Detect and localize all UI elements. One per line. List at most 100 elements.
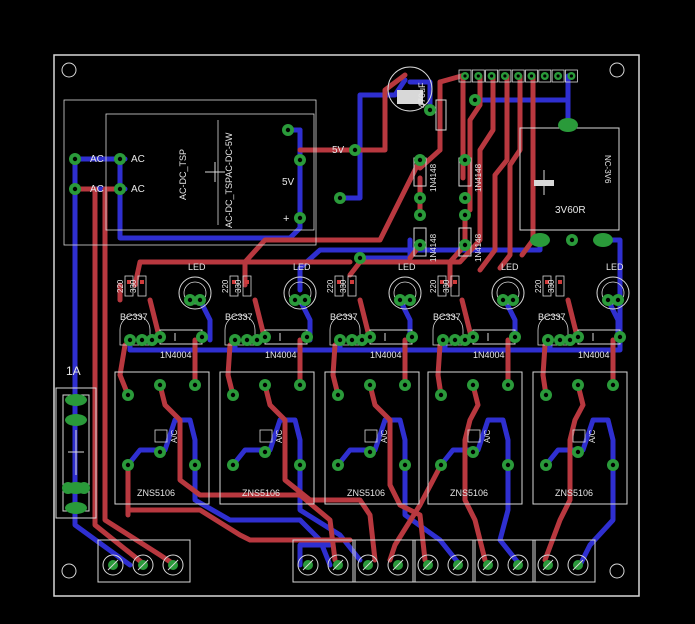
via-hole xyxy=(192,462,198,468)
resistor-1-label: 220 xyxy=(326,279,335,293)
via-hole xyxy=(557,337,563,343)
diode-small-label-1: 1N4148 xyxy=(429,163,438,192)
via-hole xyxy=(567,337,573,343)
via-hole xyxy=(192,382,198,388)
via-hole xyxy=(615,297,621,303)
trace-5v-label: 5V xyxy=(332,145,345,156)
via-hole xyxy=(462,242,468,248)
via-hole xyxy=(297,382,303,388)
via-hole xyxy=(610,382,616,388)
triac-pin-label: A/C xyxy=(483,429,492,443)
led-inner xyxy=(601,281,625,305)
led-label: LED xyxy=(188,262,206,272)
oval-pad xyxy=(530,233,550,247)
via-hole xyxy=(139,337,145,343)
via-hole xyxy=(575,449,581,455)
relay-label: 3V60R xyxy=(555,205,586,216)
diode-small-label-2: 1N4148 xyxy=(474,163,483,192)
via-hole xyxy=(367,382,373,388)
via-hole xyxy=(357,255,363,261)
via-hole xyxy=(402,382,408,388)
terminal-screw xyxy=(477,554,499,576)
fuse-pad xyxy=(65,502,87,514)
resistor-2-label: 330 xyxy=(547,279,556,293)
via-hole xyxy=(438,462,444,468)
via-hole xyxy=(417,212,423,218)
transistor-label: BC337 xyxy=(433,312,461,322)
mounting-hole xyxy=(609,563,625,579)
via-hole xyxy=(472,97,478,103)
resistor-2-pad xyxy=(245,280,249,284)
via-hole xyxy=(462,337,468,343)
pin-header xyxy=(458,69,578,83)
via-hole xyxy=(367,334,373,340)
via-hole xyxy=(199,334,205,340)
resistor-1 xyxy=(334,275,344,297)
top-layer-traces xyxy=(72,72,616,568)
triac-center xyxy=(154,429,168,443)
capacitor: 470uF xyxy=(387,66,433,112)
triac-center xyxy=(364,429,378,443)
terminal-slot xyxy=(107,559,119,571)
via-hole xyxy=(427,107,433,113)
triac-outline xyxy=(324,371,420,505)
terminal-block xyxy=(412,539,476,583)
triac-outline xyxy=(219,371,315,505)
terminal-slot xyxy=(167,559,179,571)
terminal-screw xyxy=(327,554,349,576)
via-hole xyxy=(337,195,343,201)
diode-label: 1N4004 xyxy=(265,350,297,360)
resistor-2 xyxy=(137,275,147,297)
via-hole xyxy=(149,337,155,343)
triac-label: ZNS5106 xyxy=(242,488,280,498)
via-hole xyxy=(605,297,611,303)
transistor-label: BC337 xyxy=(225,312,253,322)
diode-small-label-3: 1N4148 xyxy=(429,233,438,262)
led-outline xyxy=(491,276,525,310)
header-pin-outline xyxy=(565,69,578,83)
header-pin-hole xyxy=(463,74,467,78)
led-inner xyxy=(183,281,207,305)
via-hole xyxy=(352,147,358,153)
transistor-label: BC337 xyxy=(330,312,358,322)
header-pin-hole xyxy=(543,74,547,78)
terminal-slot xyxy=(392,559,404,571)
resistor-2-label: 330 xyxy=(339,279,348,293)
via-hole xyxy=(125,392,131,398)
resistor-1-label: 220 xyxy=(429,279,438,293)
via-hole xyxy=(230,392,236,398)
header-pin-hole xyxy=(476,74,480,78)
triac-label: ZNS5106 xyxy=(137,488,175,498)
terminal-screw xyxy=(537,554,559,576)
resistor-1 xyxy=(124,275,134,297)
via-hole xyxy=(262,382,268,388)
mounting-hole xyxy=(61,62,77,78)
transistor-outline xyxy=(329,314,361,346)
via-hole xyxy=(505,462,511,468)
resistor-2-label: 330 xyxy=(234,279,243,293)
diode-top xyxy=(435,99,447,131)
via-hole xyxy=(125,462,131,468)
resistor-2 xyxy=(555,275,565,297)
via-hole xyxy=(409,334,415,340)
transistor-outline xyxy=(119,314,151,346)
terminal-slot xyxy=(512,559,524,571)
resistor-2-label: 330 xyxy=(129,279,138,293)
fuse-label: 1A xyxy=(66,364,81,378)
via-hole xyxy=(335,392,341,398)
header-pin-hole xyxy=(503,74,507,78)
via-hole xyxy=(72,186,78,192)
transistor-outline xyxy=(537,314,569,346)
via-hole xyxy=(335,462,341,468)
transistor-outline xyxy=(432,314,464,346)
via-hole xyxy=(117,186,123,192)
diode-small-label-4: 1N4148 xyxy=(474,233,483,262)
header-pin-hole xyxy=(529,74,534,78)
psu-plus: + xyxy=(283,213,289,225)
terminal-block xyxy=(352,539,416,583)
resistor-1-label: 220 xyxy=(116,279,125,293)
resistor-1-pad xyxy=(440,280,444,284)
via-hole xyxy=(187,297,193,303)
terminal-screw xyxy=(132,554,154,576)
via-hole xyxy=(254,337,260,343)
